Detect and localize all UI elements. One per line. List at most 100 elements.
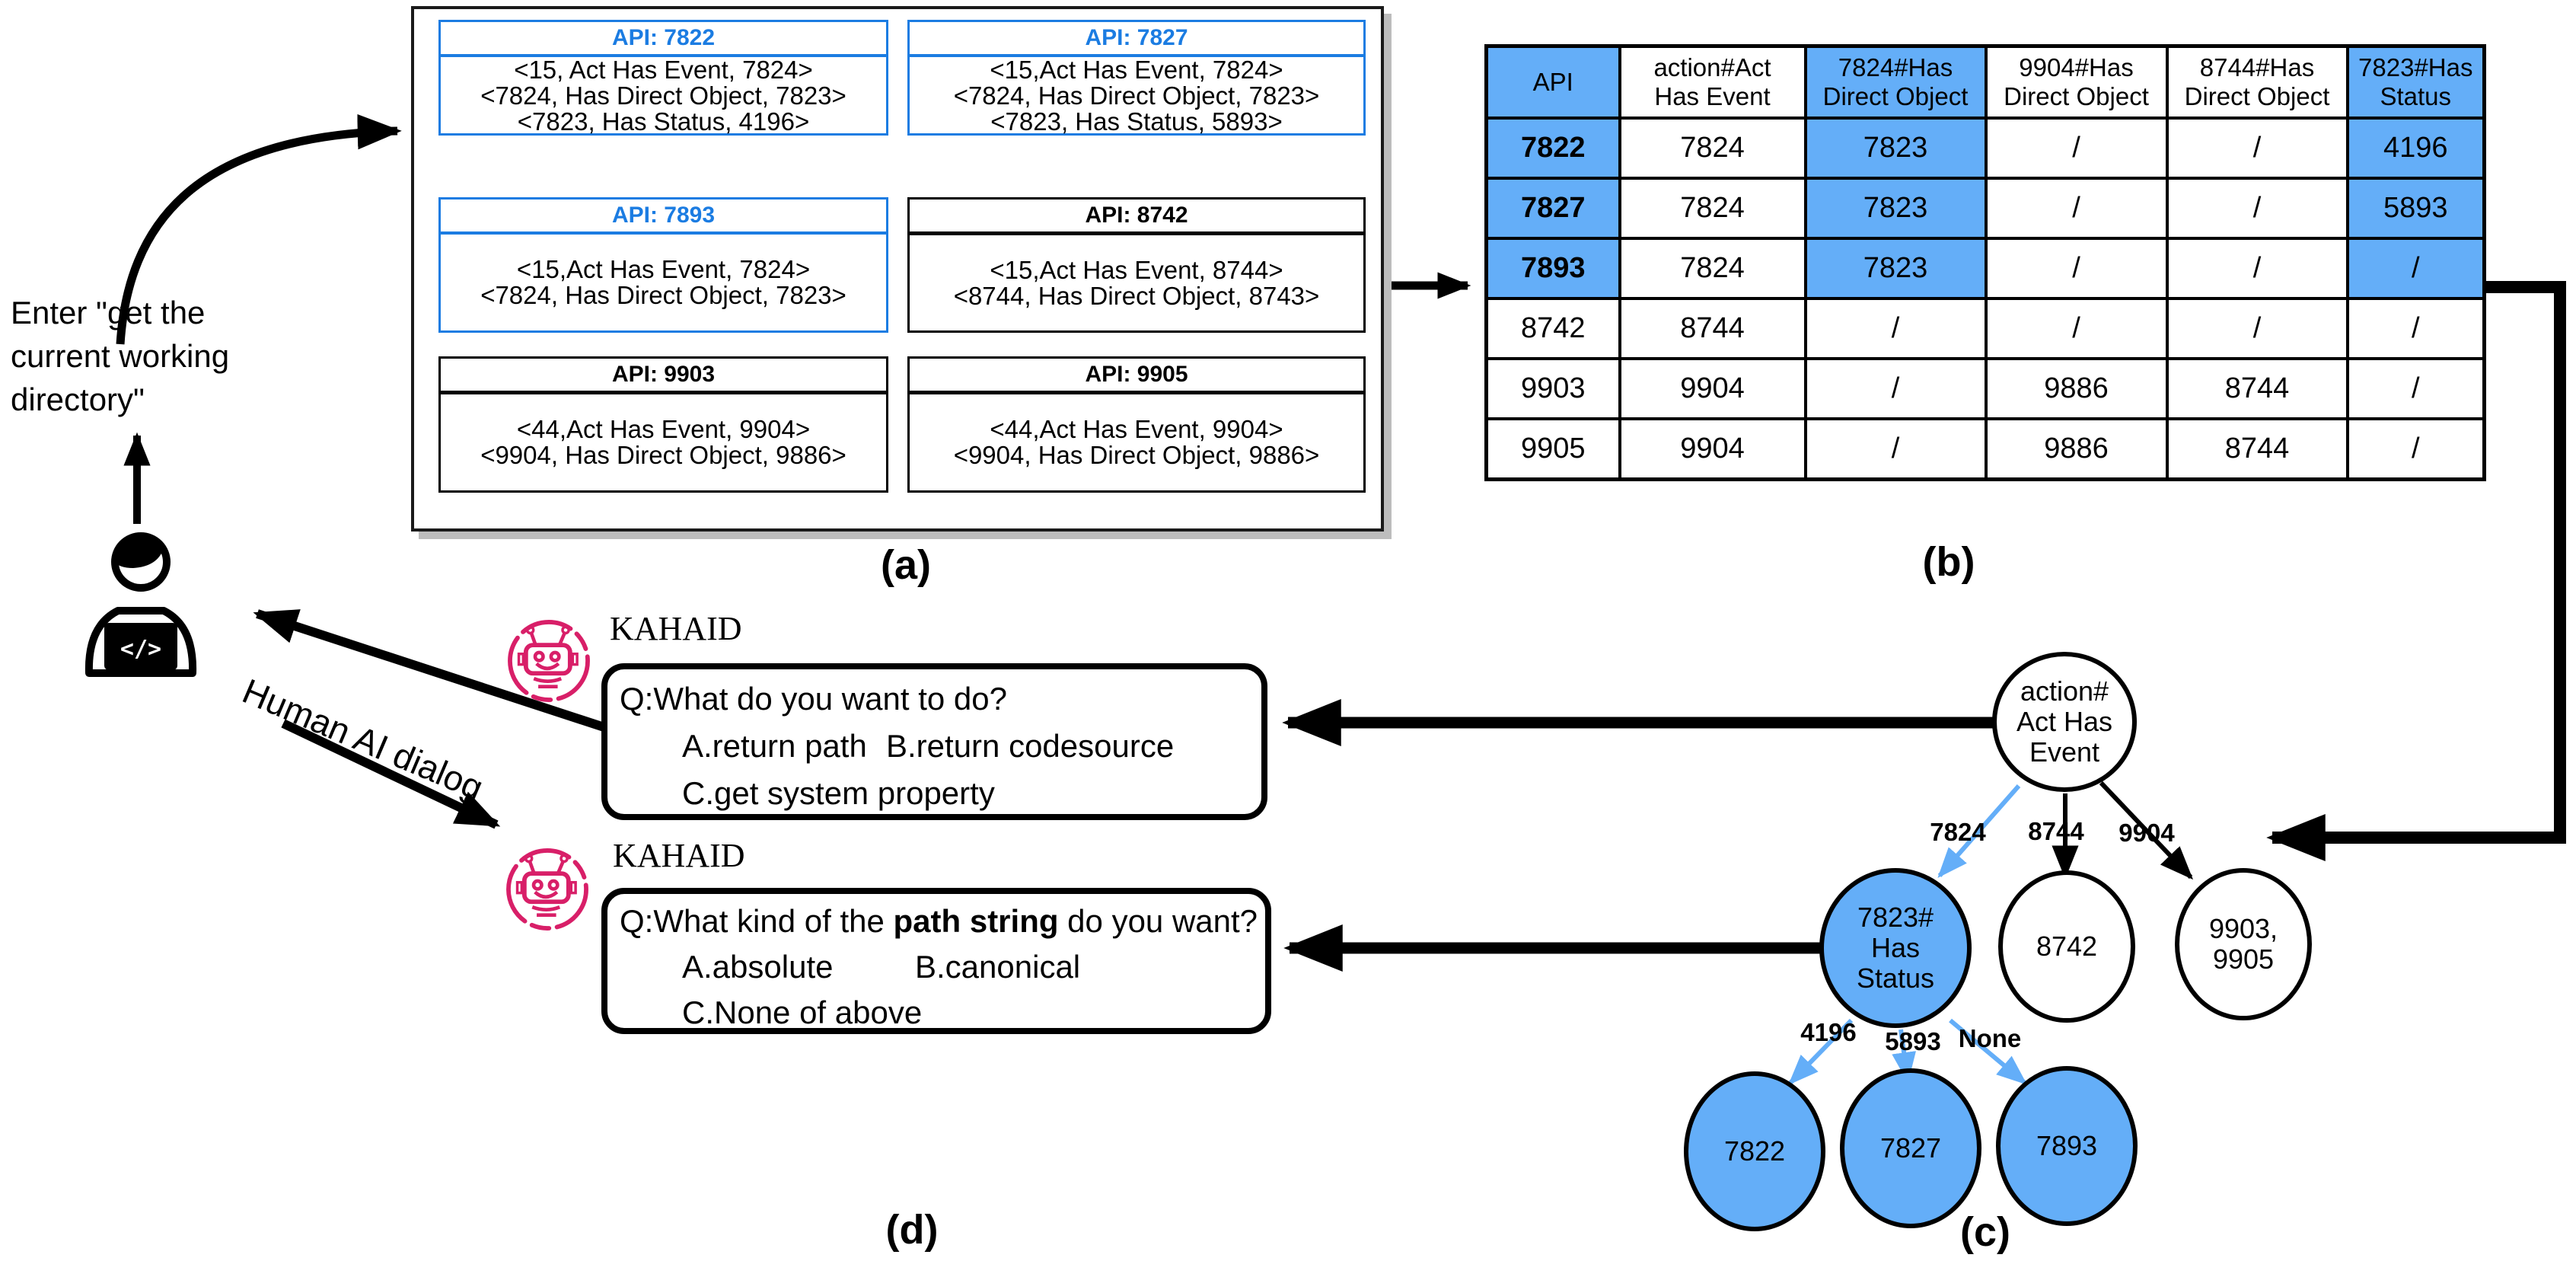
agent-name-kahaid: KAHAID bbox=[610, 610, 742, 647]
user-instruction-text: Enter "get the current working directory… bbox=[11, 295, 230, 417]
table-header-row: API action#Act Has Event 7824#Has Direct… bbox=[1484, 44, 2486, 120]
api-box-title: API: 9903 bbox=[441, 359, 886, 394]
graph-node-7822: 7822 bbox=[1684, 1071, 1825, 1231]
edge-root-to-9903 bbox=[2099, 781, 2194, 880]
dialog1-question: Q:What do you want to do? bbox=[620, 681, 1007, 717]
robot-icon bbox=[503, 845, 591, 934]
robot-icon bbox=[505, 617, 593, 705]
table-row: 9905 9904 / 9886 8744 / bbox=[1484, 417, 2486, 481]
api-box-triples: <15, Act Has Event, 7824> <7824, Has Dir… bbox=[480, 56, 846, 136]
graph-node-8742: 8742 bbox=[1998, 870, 2135, 1023]
col-header-act-has-event: action#Act Has Event bbox=[1618, 44, 1807, 120]
arrow-human-to-dialog bbox=[281, 719, 501, 829]
cell: / bbox=[1803, 417, 1988, 481]
api-box-7822: API: 7822 <15, Act Has Event, 7824> <782… bbox=[438, 20, 888, 136]
cell: / bbox=[2165, 297, 2349, 360]
edge-hasstatus-to-7893 bbox=[1949, 1018, 2028, 1085]
table-row: 8742 8744 / / / / bbox=[1484, 297, 2486, 360]
cell: 9904 bbox=[1618, 417, 1807, 481]
cell: / bbox=[2165, 237, 2349, 300]
api-box-9905: API: 9905 <44,Act Has Event, 9904> <9904… bbox=[907, 356, 1366, 493]
api-box-triples: <15,Act Has Event, 7824> <7824, Has Dire… bbox=[953, 56, 1320, 136]
api-box-title: API: 9905 bbox=[910, 359, 1363, 394]
graph-node-7893: 7893 bbox=[1996, 1066, 2138, 1226]
cell: 8744 bbox=[2165, 417, 2349, 481]
dialog1-option-c-line: C.get system property bbox=[620, 770, 1254, 817]
table-row: 9903 9904 / 9886 8744 / bbox=[1484, 357, 2486, 420]
cell: 5893 bbox=[2345, 177, 2486, 240]
col-header-7824-direct-object: 7824#Has Direct Object bbox=[1803, 44, 1988, 120]
table-row: 7822 7824 7823 / / 4196 bbox=[1484, 117, 2486, 180]
edge-label-7824: 7824 bbox=[1930, 818, 1986, 846]
dialog2-question-bold: path string bbox=[893, 903, 1059, 939]
cell: / bbox=[1984, 297, 2169, 360]
cell: 9904 bbox=[1618, 357, 1807, 420]
arrow-instruction-to-panel-a bbox=[116, 114, 402, 345]
cell: 7823 bbox=[1803, 117, 1988, 180]
edge-hasstatus-to-7822 bbox=[1788, 1018, 1854, 1085]
cell: / bbox=[1803, 297, 1988, 360]
cell-api: 9905 bbox=[1484, 417, 1621, 481]
edge-label-9904: 9904 bbox=[2119, 819, 2175, 847]
cell: / bbox=[2345, 237, 2486, 300]
api-box-title: API: 7827 bbox=[910, 22, 1363, 57]
dialog2-question: Q:What kind of the path string do you wa… bbox=[620, 899, 1258, 944]
cell: / bbox=[2345, 357, 2486, 420]
api-box-triples: <44,Act Has Event, 9904> <9904, Has Dire… bbox=[480, 415, 846, 469]
dialog2-option-b: B.canonical bbox=[915, 949, 1081, 985]
edge-label-4196: 4196 bbox=[1800, 1018, 1857, 1046]
api-box-9903: API: 9903 <44,Act Has Event, 9904> <9904… bbox=[438, 356, 888, 493]
col-header-9904-direct-object: 9904#Has Direct Object bbox=[1984, 44, 2169, 120]
api-box-triples: <15,Act Has Event, 7824> <7824, Has Dire… bbox=[480, 255, 846, 309]
cell: / bbox=[1984, 117, 2169, 180]
table-row: 7893 7824 7823 / / / bbox=[1484, 237, 2486, 300]
api-box-title: API: 8742 bbox=[910, 200, 1363, 235]
cell: / bbox=[1984, 177, 2169, 240]
cell: 7824 bbox=[1618, 117, 1807, 180]
graph-node-7827: 7827 bbox=[1840, 1068, 1981, 1228]
api-box-title: API: 7893 bbox=[441, 200, 886, 235]
api-box-7893: API: 7893 <15,Act Has Event, 7824> <7824… bbox=[438, 197, 888, 333]
api-box-title: API: 7822 bbox=[441, 22, 886, 57]
edge-label-none: None bbox=[1958, 1024, 2022, 1052]
cell-api: 8742 bbox=[1484, 297, 1621, 360]
connector-table-b-to-graph-c bbox=[2266, 281, 2566, 861]
col-header-7823-has-status: 7823#Has Status bbox=[2345, 44, 2486, 120]
cell-api: 7827 bbox=[1484, 177, 1621, 240]
label-c: (c) bbox=[1960, 1209, 2010, 1255]
edge-root-to-hasstatus bbox=[1937, 784, 2021, 879]
cell: / bbox=[2345, 417, 2486, 481]
label-b: (b) bbox=[1922, 539, 1975, 585]
graph-node-7823-has-status: 7823# Has Status bbox=[1819, 868, 1972, 1028]
dialog2-option-a: A.absolute bbox=[682, 949, 834, 985]
cell: / bbox=[2345, 297, 2486, 360]
col-header-8744-direct-object: 8744#Has Direct Object bbox=[2165, 44, 2349, 120]
dialog2-question-suffix: do you want? bbox=[1058, 903, 1258, 939]
cell: 9886 bbox=[1984, 357, 2169, 420]
edge-label-8744: 8744 bbox=[2028, 817, 2084, 845]
panel-b-api-table: API action#Act Has Event 7824#Has Direct… bbox=[1484, 44, 2486, 481]
code-glyph: </> bbox=[120, 636, 161, 662]
cell-api: 7893 bbox=[1484, 237, 1621, 300]
dialog2-option-c-line: C.None of above bbox=[620, 990, 1258, 1036]
cell: 8744 bbox=[2165, 357, 2349, 420]
label-a: (a) bbox=[881, 542, 931, 588]
api-relation-table: API action#Act Has Event 7824#Has Direct… bbox=[1484, 44, 2486, 481]
person-icon: </> bbox=[72, 525, 209, 678]
cell: / bbox=[1984, 237, 2169, 300]
cell: 4196 bbox=[2345, 117, 2486, 180]
cell: 7823 bbox=[1803, 237, 1988, 300]
graph-node-9903-9905: 9903, 9905 bbox=[2175, 868, 2312, 1020]
api-box-triples: <44,Act Has Event, 9904> <9904, Has Dire… bbox=[953, 415, 1320, 469]
dialog2-question-prefix: Q:What kind of the bbox=[620, 903, 894, 939]
cell-api: 9903 bbox=[1484, 357, 1621, 420]
dialog2-option-c: C.None of above bbox=[682, 994, 923, 1030]
api-box-8742: API: 8742 <15,Act Has Event, 8744> <8744… bbox=[907, 197, 1366, 333]
table-row: 7827 7824 7823 / / 5893 bbox=[1484, 177, 2486, 240]
dialog2-box: Q:What kind of the path string do you wa… bbox=[601, 888, 1271, 1034]
agent-name-kahaid: KAHAID bbox=[613, 837, 745, 874]
dialog1-option-a: A.return path bbox=[682, 728, 867, 764]
